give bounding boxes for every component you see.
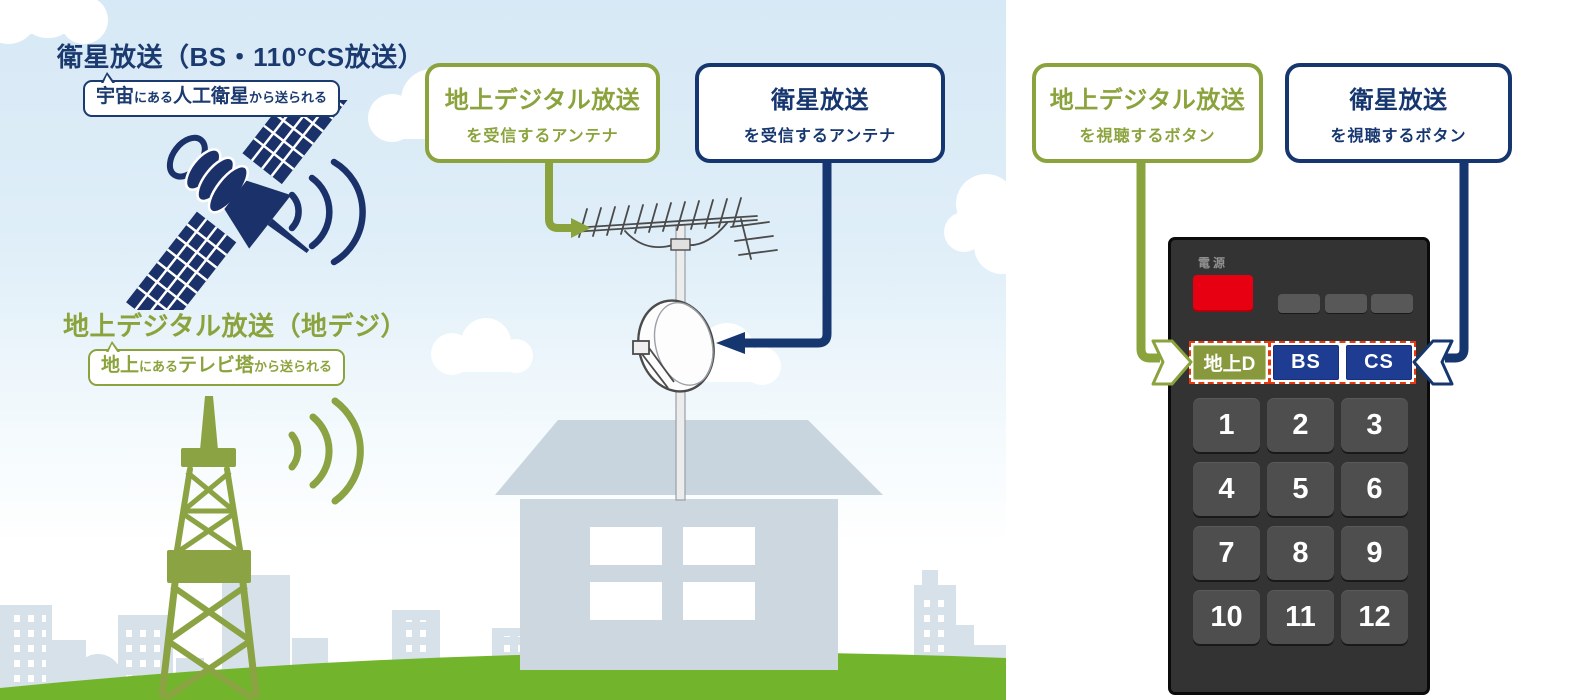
cs-button[interactable]: CS [1346, 345, 1412, 380]
power-label: 電源 [1198, 256, 1229, 270]
highlight-terrestrial-button: 地上D [1189, 341, 1270, 384]
number-button-11[interactable]: 11 [1267, 590, 1334, 644]
satellite-source-bubble: 宇宙にある人工衛星から送られる [83, 72, 341, 117]
house-illustration [495, 420, 883, 670]
number-button-3[interactable]: 3 [1341, 398, 1408, 452]
satellite-illustration [126, 100, 366, 310]
arrow-line-terrestrial-button [1136, 163, 1160, 363]
callout-terrestrial-button: 地上デジタル放送 を視聴するボタン [1032, 63, 1263, 163]
remote-function-button[interactable] [1278, 294, 1320, 313]
number-button-12[interactable]: 12 [1341, 590, 1408, 644]
satellite-signal-waves-icon [288, 158, 366, 266]
callout-satellite-antenna: 衛星放送 を受信するアンテナ [695, 63, 945, 163]
satellite-broadcast-title: 衛星放送（BS・110°CS放送） [57, 42, 425, 72]
number-button-10[interactable]: 10 [1193, 590, 1260, 644]
tower-signal-waves-icon [288, 397, 364, 505]
bs-button[interactable]: BS [1273, 345, 1339, 380]
bubble-pointer [101, 72, 115, 84]
number-button-9[interactable]: 9 [1341, 526, 1408, 580]
tv-tower-illustration [158, 396, 364, 700]
number-pad: 1 2 3 4 5 6 7 8 9 10 11 12 [1193, 398, 1408, 644]
number-button-6[interactable]: 6 [1341, 462, 1408, 516]
satellite-dish-illustration [637, 299, 715, 393]
callout-satellite-button: 衛星放送 を視聴するボタン [1285, 63, 1512, 163]
remote-control: 電源 地上D BS CS 1 2 3 4 5 6 7 8 9 10 11 12 [1168, 237, 1430, 695]
terrestrial-d-button[interactable]: 地上D [1193, 345, 1266, 380]
terrestrial-broadcast-title: 地上デジタル放送（地デジ） [63, 311, 407, 341]
power-button[interactable] [1193, 275, 1253, 312]
number-button-1[interactable]: 1 [1193, 398, 1260, 452]
number-button-7[interactable]: 7 [1193, 526, 1260, 580]
remote-function-button[interactable] [1325, 294, 1367, 313]
number-button-2[interactable]: 2 [1267, 398, 1334, 452]
arrow-line-satellite-button [1445, 163, 1469, 363]
terrestrial-source-bubble: 地上にあるテレビ塔から送られる [88, 341, 346, 386]
number-button-4[interactable]: 4 [1193, 462, 1260, 516]
remote-function-button[interactable] [1371, 294, 1413, 313]
callout-terrestrial-antenna: 地上デジタル放送 を受信するアンテナ [425, 63, 660, 163]
number-button-8[interactable]: 8 [1267, 526, 1334, 580]
highlight-satellite-buttons: BS CS [1269, 341, 1416, 384]
yagi-antenna-illustration [571, 197, 778, 260]
bubble-pointer [106, 341, 120, 353]
number-button-5[interactable]: 5 [1267, 462, 1334, 516]
rooftop-antennas-illustration [571, 197, 778, 501]
